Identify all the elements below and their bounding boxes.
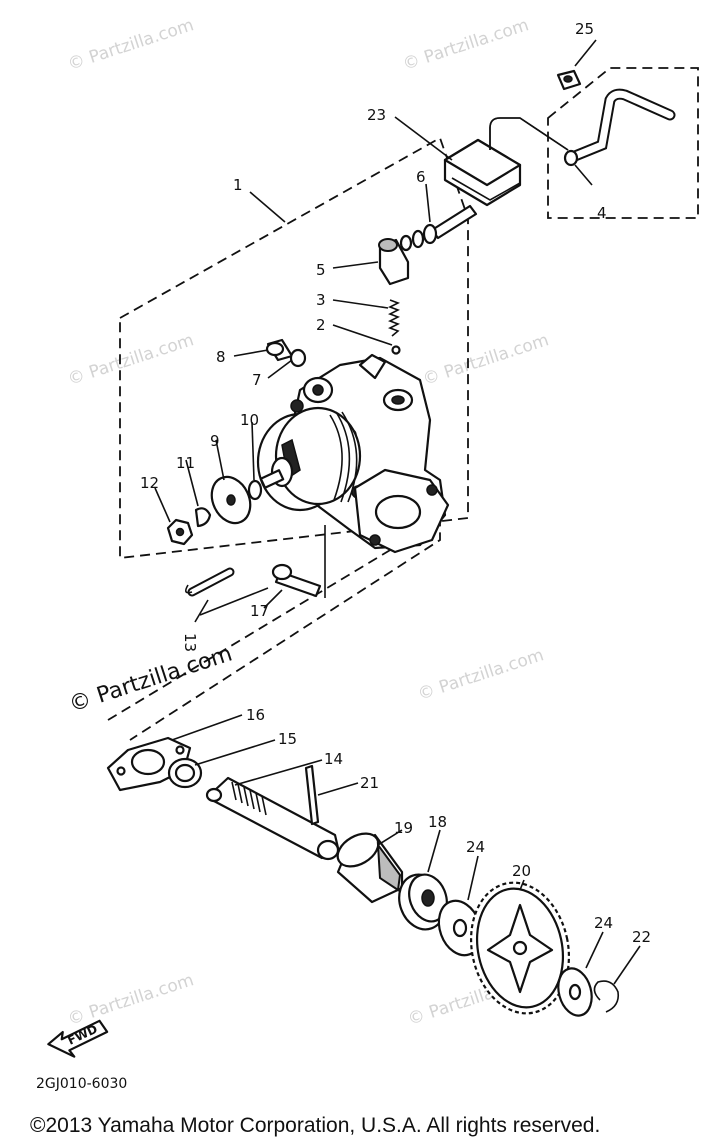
part-5-cap[interactable]: [378, 238, 410, 286]
part-18-bearing[interactable]: [392, 868, 453, 936]
part-23-oil-pipe[interactable]: [443, 117, 569, 207]
watermark: © Partzilla.com: [400, 15, 531, 75]
shaft-assembly-boundary: [107, 518, 441, 741]
part-7-washer[interactable]: [289, 348, 307, 368]
callout-8: 8: [216, 348, 226, 366]
callout-15: 15: [278, 730, 297, 748]
part-22-circlip[interactable]: [593, 980, 620, 1013]
callout-25: 25: [575, 20, 594, 38]
watermark: © Partzilla.com: [65, 330, 196, 390]
watermark: © Partzilla.com: [65, 970, 196, 1030]
part-1-oil-pump-body[interactable]: [256, 353, 450, 554]
callout-18: 18: [428, 813, 447, 831]
part-4-hose[interactable]: [563, 88, 676, 167]
callout-9: 9: [210, 432, 220, 450]
part-17-bolt[interactable]: [271, 563, 322, 598]
callout-11: 11: [176, 454, 195, 472]
part-19-collar[interactable]: [332, 827, 404, 904]
part-11-lock-washer[interactable]: [194, 507, 212, 528]
part-25-clip[interactable]: [556, 69, 582, 91]
callouts: 25 23 4 1 6 5 3 2 8 7 10 9 11 12 17 13 1…: [140, 20, 651, 946]
callout-14: 14: [324, 750, 343, 768]
part-12-nut[interactable]: [166, 518, 194, 546]
callout-12: 12: [140, 474, 159, 492]
callout-3: 3: [316, 291, 326, 309]
part-15-o-ring[interactable]: [167, 757, 203, 789]
part-2-ball[interactable]: [391, 345, 401, 355]
callout-1: 1: [233, 176, 243, 194]
pipe-assembly-boundary: [547, 67, 699, 219]
callout-24-lower: 24: [594, 914, 613, 932]
callout-21: 21: [360, 774, 379, 792]
part-24-washer-2[interactable]: [553, 965, 596, 1020]
callout-5: 5: [316, 261, 326, 279]
part-10-washer[interactable]: [247, 479, 263, 501]
callout-23: 23: [367, 106, 386, 124]
callout-2: 2: [316, 316, 326, 334]
watermark: © Partzilla.com: [420, 330, 551, 390]
watermark: © Partzilla.com: [65, 15, 196, 75]
callout-6: 6: [416, 168, 426, 186]
part-8-bolt[interactable]: [265, 338, 294, 362]
pump-assembly-boundary: [119, 136, 469, 560]
leader-lines: [154, 39, 641, 985]
diagram-code: 2GJ010-6030: [36, 1076, 127, 1092]
part-14-drive-shaft[interactable]: [205, 776, 340, 861]
watermark-bold: © Partzilla.com: [66, 641, 235, 717]
part-3-spring[interactable]: [388, 299, 400, 337]
part-20-gear[interactable]: [459, 873, 580, 1022]
callout-10: 10: [240, 411, 259, 429]
part-6-banjo-bolt[interactable]: [399, 204, 478, 252]
part-21-pin[interactable]: [304, 764, 320, 826]
callout-24: 24: [466, 838, 485, 856]
callout-17: 17: [250, 602, 269, 620]
copyright-notice: ©2013 Yamaha Motor Corporation, U.S.A. A…: [30, 1114, 601, 1137]
callout-13: 13: [181, 633, 199, 652]
callout-4: 4: [597, 204, 607, 222]
callout-19: 19: [394, 819, 413, 837]
part-9-plate[interactable]: [205, 471, 258, 530]
callout-16: 16: [246, 706, 265, 724]
watermark: © Partzilla.com: [415, 645, 546, 705]
callout-7: 7: [252, 371, 262, 389]
callout-20: 20: [512, 862, 531, 880]
callout-22: 22: [632, 928, 651, 946]
